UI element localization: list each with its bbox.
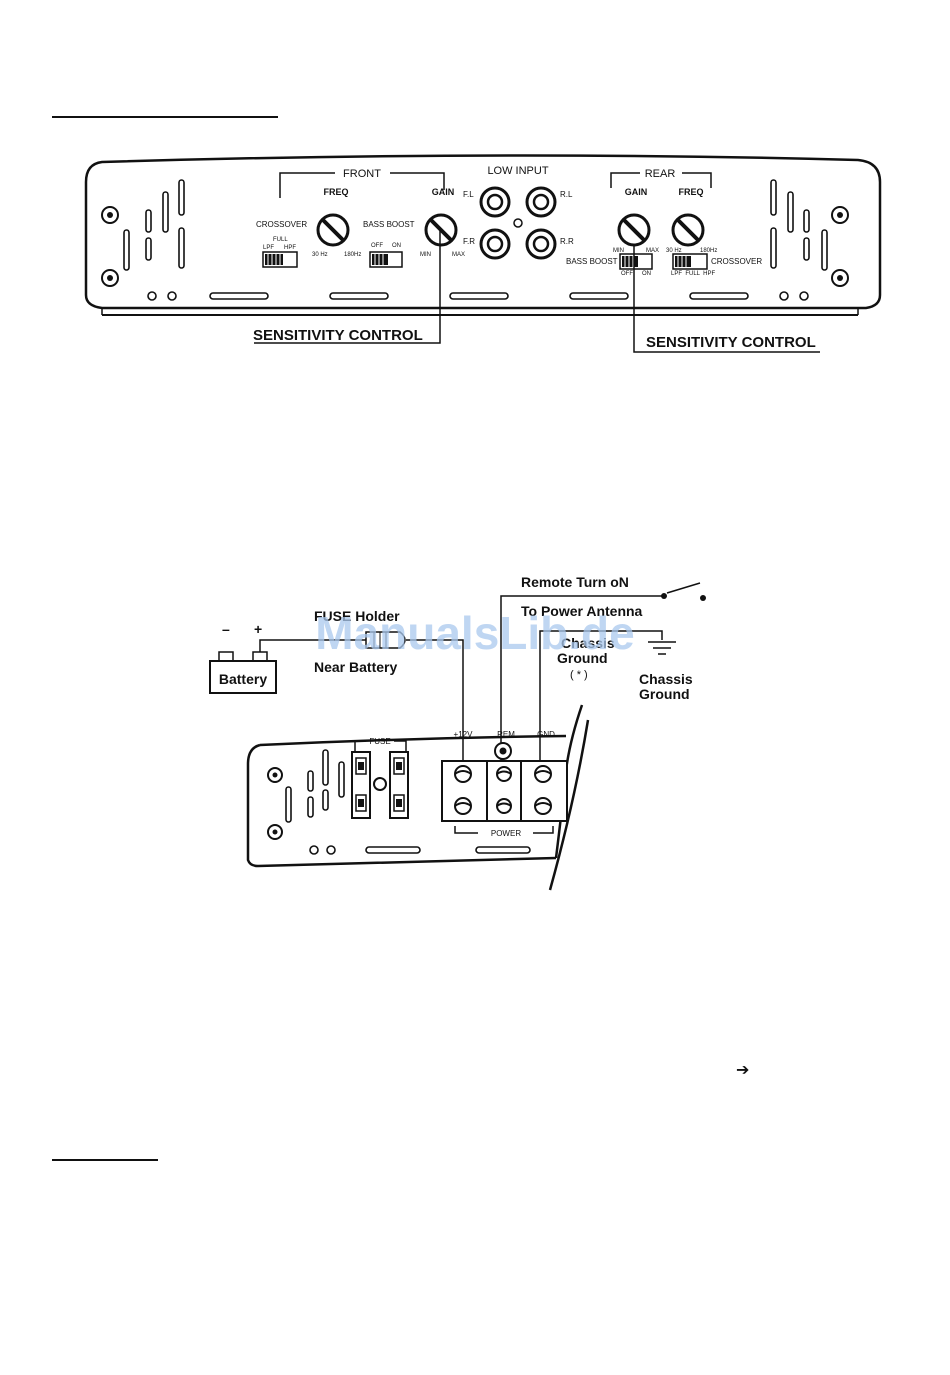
chassis-ground-right-line1: Chassis <box>639 671 693 687</box>
rear-gain-label: GAIN <box>625 187 648 197</box>
vent-slots-left <box>123 179 185 271</box>
front-label: FRONT <box>343 168 381 180</box>
rca-jack-rr-icon[interactable] <box>525 228 557 260</box>
chassis-ground-mid-line1: Chassis <box>561 635 615 651</box>
chassis-ground-mid-line2: Ground <box>557 650 608 666</box>
fuse-holder-label: FUSE Holder <box>314 608 400 624</box>
manualslib-watermark: ManualsLib.de <box>315 607 634 659</box>
rear-bass-boost-on-label: ON <box>642 271 651 277</box>
rear-crossover-switch[interactable] <box>672 253 708 270</box>
rear-gain-knob-icon[interactable] <box>617 213 651 247</box>
arrow-right-icon: ➔ <box>736 1060 749 1079</box>
rear-bass-boost-label: BASS BOOST <box>566 257 618 266</box>
front-crossover-full-label: FULL <box>273 237 288 243</box>
front-bass-boost-on-label: ON <box>392 243 401 249</box>
battery-icon <box>209 651 277 694</box>
low-input-label: LOW INPUT <box>487 165 548 177</box>
rca-jack-fl-icon[interactable] <box>479 186 511 218</box>
rem-terminal-label: REM <box>497 730 515 739</box>
fuse-label: FUSE <box>369 737 390 746</box>
rear-crossover-label: CROSSOVER <box>711 257 762 266</box>
power-antenna-label: To Power Antenna <box>521 603 643 619</box>
front-freq-max-label: 180Hz <box>344 252 361 258</box>
channel-fl-label: F.L <box>463 190 474 199</box>
front-gain-min-label: MIN <box>420 252 431 258</box>
mount-screw-icon <box>831 269 849 287</box>
front-bass-boost-off-label: OFF <box>371 243 383 249</box>
front-freq-label: FREQ <box>323 187 348 197</box>
front-gain-max-label: MAX <box>452 252 465 258</box>
front-gain-knob-icon[interactable] <box>424 213 458 247</box>
rem-wire-connector-icon <box>494 742 512 760</box>
rear-gain-min-label: MIN <box>613 248 624 254</box>
terminal-12v-bottom-icon[interactable] <box>454 797 472 815</box>
amp-vent-slots <box>285 749 531 855</box>
terminal-gnd-top-icon[interactable] <box>534 765 552 783</box>
chassis-ground-icon <box>648 641 676 655</box>
channel-rr-label: R.R <box>560 237 574 246</box>
sensitivity-control-left-label: SENSITIVITY CONTROL <box>253 327 423 344</box>
battery-label: Battery <box>219 671 267 687</box>
chassis-ground-right-line2: Ground <box>639 686 690 702</box>
fuse-bridge-icon <box>373 777 387 791</box>
near-battery-label: Near Battery <box>314 659 397 675</box>
front-freq-min-label: 30 Hz <box>312 252 328 258</box>
terminal-rem-bottom-icon[interactable] <box>496 798 512 814</box>
amp-mount-screw-icon <box>267 767 283 783</box>
battery-minus-label: – <box>222 621 230 637</box>
front-bass-boost-switch[interactable] <box>369 251 403 268</box>
rear-label: REAR <box>645 168 676 180</box>
power-wiring-diagram: Remote Turn oN To Power Antenna Chassis … <box>209 574 706 891</box>
vent-slots-right <box>770 179 828 271</box>
amp-fuse-left-icon <box>351 751 371 819</box>
rear-crossover-position-labels: LPF FULL HPF <box>671 271 715 277</box>
front-crossover-label: CROSSOVER <box>256 220 307 229</box>
gnd-terminal-label: GND <box>537 730 555 739</box>
ground-note-asterisk: ( * ) <box>570 669 588 681</box>
amp-fuse-right-icon <box>389 751 409 819</box>
front-bass-boost-label: BASS BOOST <box>363 220 415 229</box>
terminal-rem-top-icon[interactable] <box>496 766 512 782</box>
amplifier-control-panel: FRONT REAR LOW INPUT FREQ 30 Hz 180Hz GA… <box>84 154 882 353</box>
battery-plus-label: + <box>254 621 262 637</box>
rear-freq-knob-icon[interactable] <box>671 213 705 247</box>
inline-fuse-icon <box>365 631 406 649</box>
terminal-gnd-bottom-icon[interactable] <box>534 797 552 815</box>
mount-screw-icon <box>831 206 849 224</box>
sensitivity-control-right-label: SENSITIVITY CONTROL <box>646 334 816 351</box>
amp-mount-screw-icon <box>267 824 283 840</box>
rear-gain-max-label: MAX <box>646 248 659 254</box>
remote-switch-icon <box>666 582 701 594</box>
rear-bass-boost-switch[interactable] <box>619 253 653 270</box>
rear-freq-min-label: 30 Hz <box>666 248 682 254</box>
front-crossover-lpf-label: LPF <box>263 245 274 251</box>
remote-turn-on-label: Remote Turn oN <box>521 574 629 590</box>
terminal-12v-top-icon[interactable] <box>454 765 472 783</box>
channel-fr-label: F.R <box>463 237 475 246</box>
rca-jack-fr-icon[interactable] <box>479 228 511 260</box>
power-label: POWER <box>491 829 521 838</box>
panel-bottom-details <box>147 291 809 301</box>
mount-screw-icon <box>101 206 119 224</box>
front-gain-label: GAIN <box>432 187 455 197</box>
rca-jack-rl-icon[interactable] <box>525 186 557 218</box>
rear-freq-label: FREQ <box>678 187 703 197</box>
rear-freq-max-label: 180Hz <box>700 248 717 254</box>
front-crossover-hpf-label: HPF <box>284 245 296 251</box>
front-crossover-switch[interactable] <box>262 251 298 268</box>
channel-rl-label: R.L <box>560 190 573 199</box>
mount-screw-icon <box>101 269 119 287</box>
input-led-icon <box>513 218 523 228</box>
front-freq-knob-icon[interactable] <box>316 213 350 247</box>
plus12v-terminal-label: +12V <box>454 730 474 739</box>
rear-bass-boost-off-label: OFF <box>621 271 633 277</box>
